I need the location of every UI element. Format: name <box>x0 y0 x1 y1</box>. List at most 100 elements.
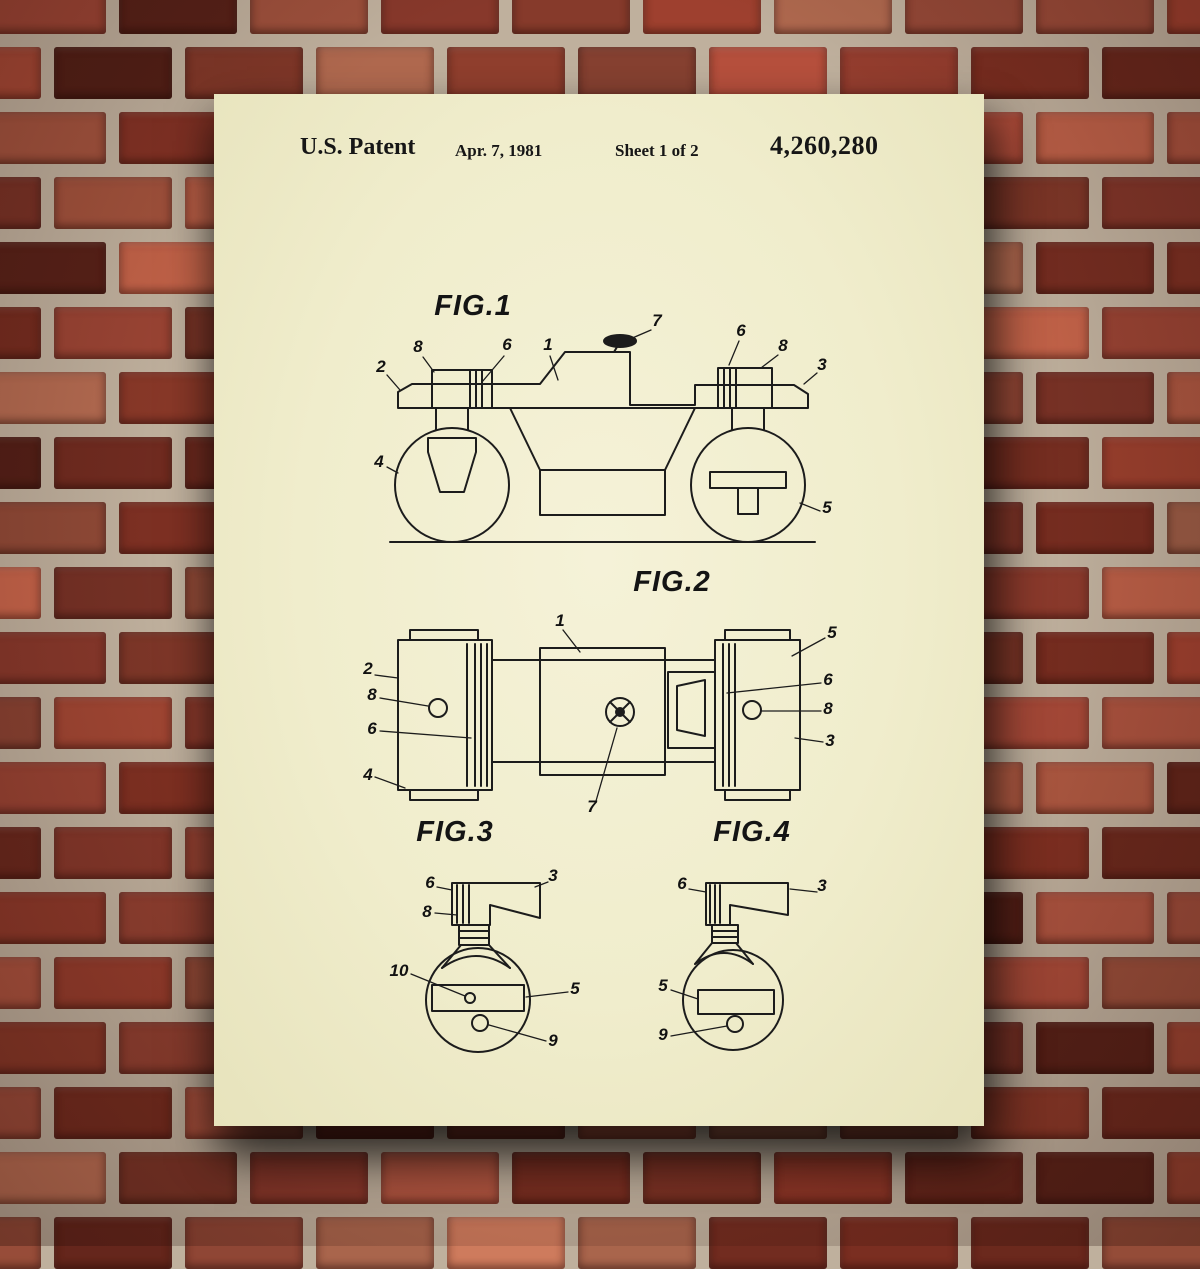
brick <box>381 0 499 34</box>
brick <box>709 47 827 99</box>
brick <box>316 47 434 99</box>
brick <box>1167 372 1200 424</box>
brick <box>1167 762 1200 814</box>
ref-numeral: 6 <box>502 335 512 354</box>
brick <box>0 632 106 684</box>
brick <box>643 0 761 34</box>
brick <box>54 567 172 619</box>
brick <box>709 1217 827 1269</box>
ref-numeral: 7 <box>587 797 598 816</box>
brick <box>971 957 1089 1009</box>
fig4-ref-numerals: 6 3 5 9 <box>658 874 827 1044</box>
brick <box>447 1217 565 1269</box>
ref-numeral: 3 <box>817 355 827 374</box>
brick <box>971 827 1089 879</box>
brick <box>1036 892 1154 944</box>
ref-numeral: 3 <box>825 731 835 750</box>
fig3-detail-outline <box>426 883 540 1052</box>
brick <box>54 177 172 229</box>
brick <box>185 1217 303 1269</box>
ref-numeral: 8 <box>367 685 377 704</box>
fig2-drawing: 1 2 8 6 4 5 6 8 3 7 <box>355 608 845 818</box>
brick <box>0 1152 106 1204</box>
ref-numeral: 1 <box>543 335 552 354</box>
brick <box>1036 1022 1154 1074</box>
ref-numeral: 1 <box>555 611 564 630</box>
ref-numeral: 5 <box>827 623 837 642</box>
brick <box>1102 1217 1200 1269</box>
brick <box>1102 437 1200 489</box>
fig3-ref-numerals: 6 8 3 10 5 9 <box>390 868 581 1050</box>
brick <box>840 47 958 99</box>
brick <box>1167 1022 1200 1074</box>
fig4-detail-outline <box>683 883 788 1050</box>
brick <box>0 177 41 229</box>
brick <box>0 697 41 749</box>
fig4-label: FIG.4 <box>692 816 812 849</box>
brick <box>512 1152 630 1204</box>
brick <box>119 0 237 34</box>
patent-date: Apr. 7, 1981 <box>455 141 542 161</box>
ref-numeral: 9 <box>548 1031 558 1050</box>
brick <box>1102 567 1200 619</box>
fig1-drawing: 8 6 1 7 6 8 3 2 4 5 <box>370 310 835 555</box>
fig2-label: FIG.2 <box>612 566 732 599</box>
fig4-drawing: 6 3 5 9 <box>646 866 831 1066</box>
brick <box>971 307 1089 359</box>
brick <box>1102 697 1200 749</box>
brick <box>54 827 172 879</box>
brick <box>0 437 41 489</box>
ref-numeral: 2 <box>375 357 386 376</box>
brick <box>447 47 565 99</box>
ref-numeral: 7 <box>652 311 663 330</box>
brick <box>250 0 368 34</box>
brick <box>1036 1152 1154 1204</box>
brick <box>905 0 1023 34</box>
brick <box>1167 892 1200 944</box>
brick <box>119 1152 237 1204</box>
brick <box>1036 0 1154 34</box>
patent-number: 4,260,280 <box>770 131 879 161</box>
brick <box>1167 502 1200 554</box>
brick <box>0 502 106 554</box>
ref-numeral: 5 <box>570 979 580 998</box>
brick <box>250 1152 368 1204</box>
ref-numeral: 8 <box>413 337 423 356</box>
brick <box>0 762 106 814</box>
brick <box>643 1152 761 1204</box>
brick <box>0 1217 41 1269</box>
brick <box>1036 502 1154 554</box>
brick <box>971 177 1089 229</box>
brick <box>1102 957 1200 1009</box>
brick <box>840 1217 958 1269</box>
brick <box>0 372 106 424</box>
brick <box>1102 177 1200 229</box>
brick <box>0 242 106 294</box>
ref-numeral: 3 <box>548 868 558 885</box>
brick <box>54 1217 172 1269</box>
brick <box>1036 372 1154 424</box>
patent-title: U.S. Patent <box>300 134 415 161</box>
brick <box>0 0 106 34</box>
brick <box>1102 307 1200 359</box>
fig2-ref-numerals: 1 2 8 6 4 5 6 8 3 7 <box>362 611 837 816</box>
brick <box>0 957 41 1009</box>
brick <box>578 1217 696 1269</box>
brick <box>0 1022 106 1074</box>
brick <box>0 47 41 99</box>
brick <box>0 307 41 359</box>
brick <box>774 0 892 34</box>
steering-wheel-icon <box>604 335 636 347</box>
brick <box>1036 762 1154 814</box>
ref-numeral: 4 <box>373 452 384 471</box>
brick <box>971 437 1089 489</box>
fig3-drawing: 6 8 3 10 5 9 <box>385 868 585 1073</box>
fig2-machine-outline <box>398 630 800 800</box>
brick <box>54 697 172 749</box>
brick <box>1167 0 1200 34</box>
ref-numeral: 8 <box>823 699 833 718</box>
brick <box>971 567 1089 619</box>
brick <box>971 697 1089 749</box>
fig1-machine-outline <box>390 335 815 542</box>
brick <box>316 1217 434 1269</box>
